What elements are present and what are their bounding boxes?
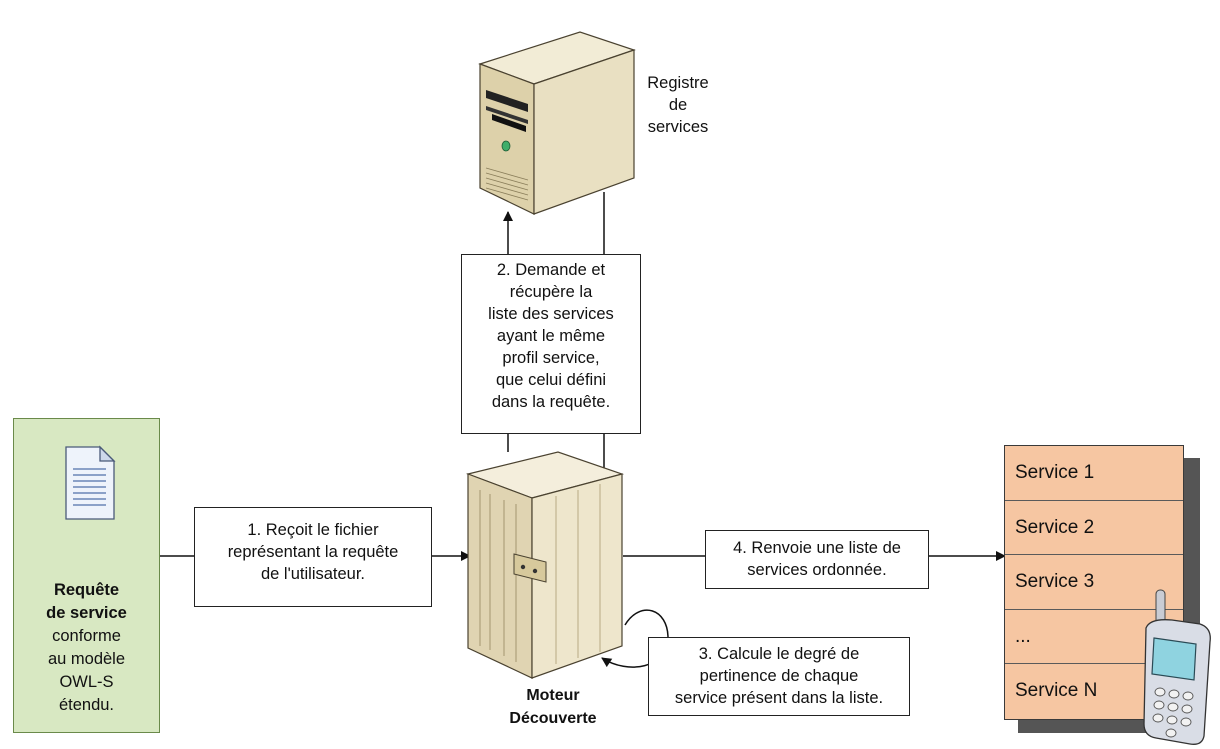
step2-box: 2. Demande et récupère la liste des serv… [461, 254, 641, 434]
list-item: Service N [1015, 680, 1098, 701]
server-cabinet-icon [465, 451, 625, 679]
step1-box: 1. Reçoit le fichier représentant la req… [194, 507, 432, 607]
list-item: Service 2 [1005, 501, 1183, 555]
request-panel: Requête de service conforme au modèle OW… [13, 418, 160, 733]
engine-label: Moteur Découverte [509, 687, 597, 727]
registry-label: Registre de services [647, 74, 709, 136]
list-item: Service 1 [1005, 446, 1183, 501]
document-icon [65, 445, 116, 520]
step4-box: 4. Renvoie une liste de services ordonné… [705, 530, 929, 589]
step3-box: 3. Calcule le degré de pertinence de cha… [648, 637, 910, 716]
list-item: ... [1005, 610, 1183, 664]
service-list: Service 1 Service 2 Service 3 ... Servic… [1004, 445, 1184, 720]
server-tower-icon [478, 31, 636, 215]
mobile-phone-icon [1143, 589, 1211, 745]
request-text: Requête de service conforme au modèle OW… [46, 581, 127, 714]
list-item: Service 3 [1005, 555, 1183, 610]
